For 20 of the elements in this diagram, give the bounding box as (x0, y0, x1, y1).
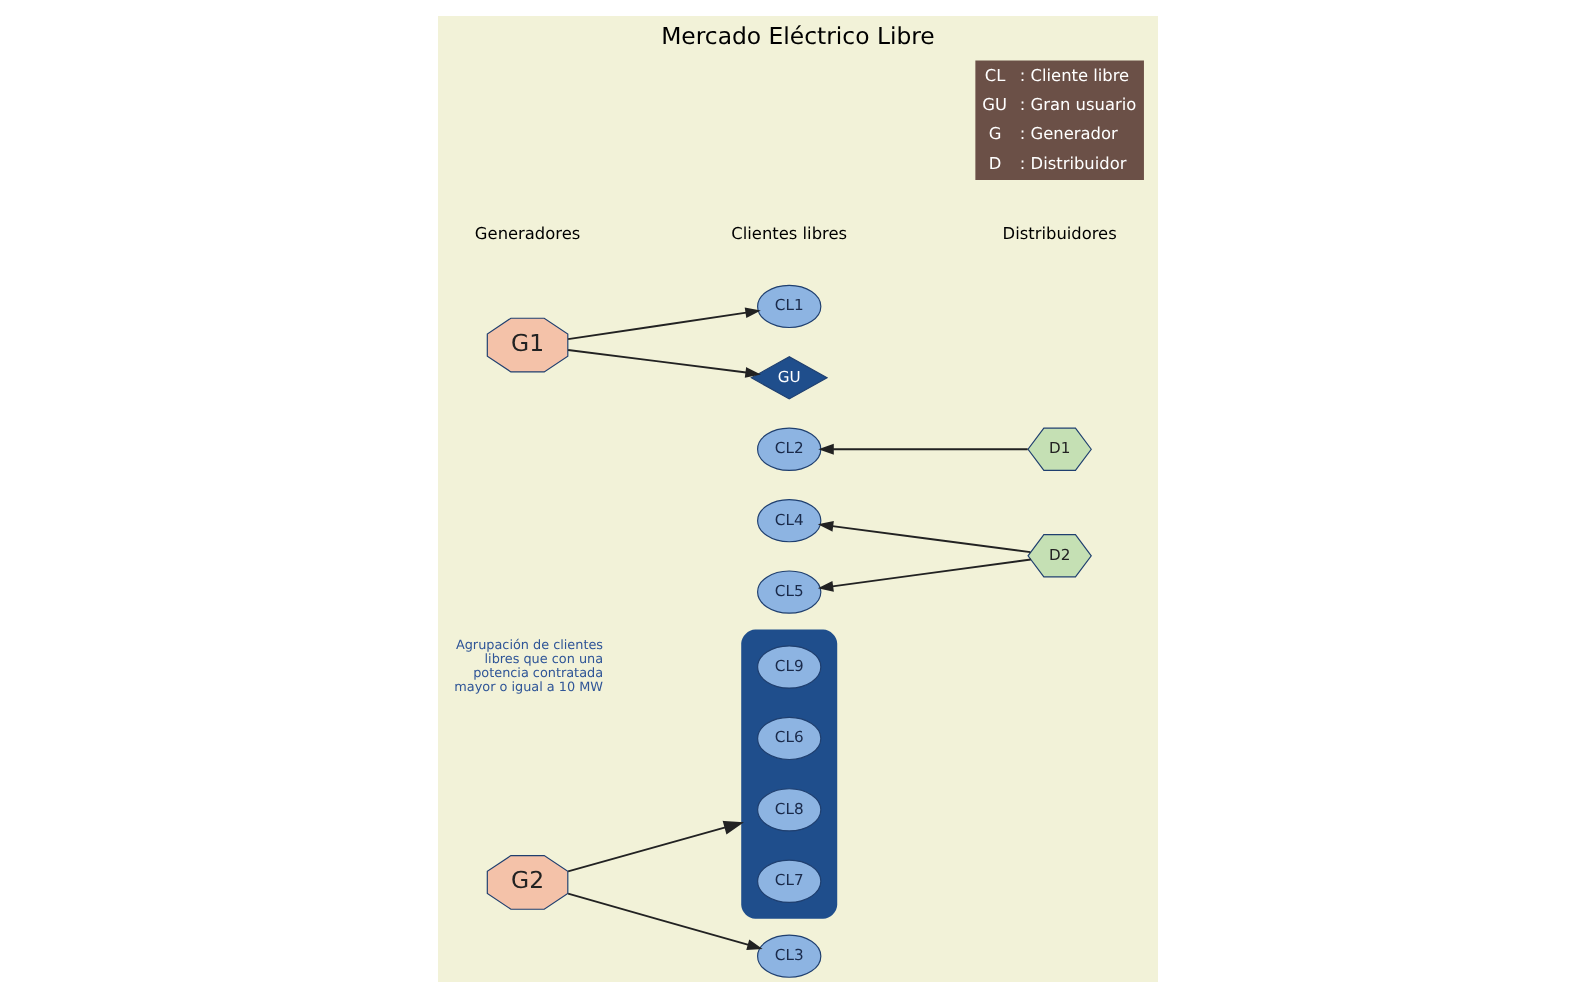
label: Generadores (473, 223, 580, 244)
label: : Gran usuario (1018, 93, 1136, 114)
cluster (740, 629, 837, 919)
label: Distribuidores (1001, 223, 1116, 244)
label: GU (981, 93, 1007, 114)
arrow (566, 820, 743, 873)
label: G (987, 123, 1001, 144)
arrow (816, 520, 1031, 554)
label: Clientes libres (730, 223, 847, 244)
label: : Distribuidor (1018, 152, 1126, 173)
arrow (817, 443, 1028, 455)
label: D (987, 152, 1001, 173)
arrow (816, 558, 1031, 592)
arrow (566, 307, 760, 341)
label: : Generador (1018, 123, 1117, 144)
label: CL (983, 64, 1005, 85)
arrow (566, 349, 760, 378)
label: : Cliente libre (1018, 64, 1129, 85)
arrow (566, 892, 762, 950)
diagram-title: Mercado Eléctrico Libre (660, 22, 934, 51)
